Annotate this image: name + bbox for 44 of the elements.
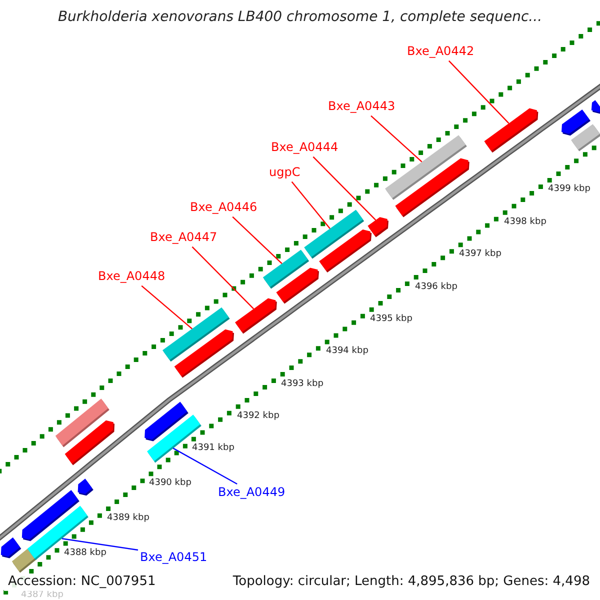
map-title: Burkholderia xenovorans LB400 chromosome 1, complete sequenc... — [56, 9, 544, 26]
scale-label: 4387 kbp — [21, 590, 64, 600]
gene-label: Bxe_A0442 — [407, 45, 474, 59]
gene-block — [235, 298, 277, 334]
leader-line — [62, 538, 138, 551]
scale-label: 4390 kbp — [149, 478, 192, 488]
gene-block — [395, 158, 470, 218]
leader-line — [291, 181, 330, 229]
gene-block — [571, 124, 600, 152]
scale-label: 4397 kbp — [459, 249, 502, 260]
scale-label: 4392 kbp — [237, 411, 280, 422]
gene-block — [0, 537, 22, 558]
gene-block — [368, 217, 388, 238]
gene-block — [78, 478, 94, 496]
gene-label: ugpC — [269, 166, 300, 180]
scale-label: 4395 kbp — [370, 314, 412, 324]
gene-block — [27, 506, 88, 560]
leader-line — [448, 60, 510, 124]
scale-label: 4394 kbp — [326, 346, 368, 356]
leader-line — [312, 156, 376, 221]
gene-block — [174, 329, 234, 378]
gene-label: Bxe_A0448 — [98, 270, 166, 284]
leader-line — [141, 285, 192, 330]
gene-label: Bxe_A0449 — [218, 486, 286, 500]
scale-label: 4388 kbp — [64, 548, 106, 558]
gene-label: Bxe_A0444 — [271, 141, 338, 155]
gene-block — [591, 100, 600, 114]
scale-label: 4393 kbp — [281, 379, 324, 390]
leader-line — [172, 448, 238, 485]
gene-block — [276, 268, 319, 304]
scale-label: 4391 kbp — [192, 443, 234, 454]
gene-block — [319, 230, 372, 272]
leader-line — [192, 246, 254, 310]
gene-label: Bxe_A0451 — [140, 551, 208, 565]
scale-label: 4398 kbp — [504, 217, 546, 228]
leader-line — [232, 216, 282, 264]
gene-label: Bxe_A0447 — [150, 231, 218, 245]
gene-label: Bxe_A0446 — [190, 201, 258, 215]
scale-label: 4389 kbp — [107, 513, 150, 524]
scale-label: 4396 kbp — [415, 282, 458, 292]
gene-label: Bxe_A0443 — [328, 100, 396, 114]
gene-block — [64, 420, 114, 466]
gene-block — [484, 108, 538, 153]
scale-label: 4399 kbp — [548, 184, 590, 194]
